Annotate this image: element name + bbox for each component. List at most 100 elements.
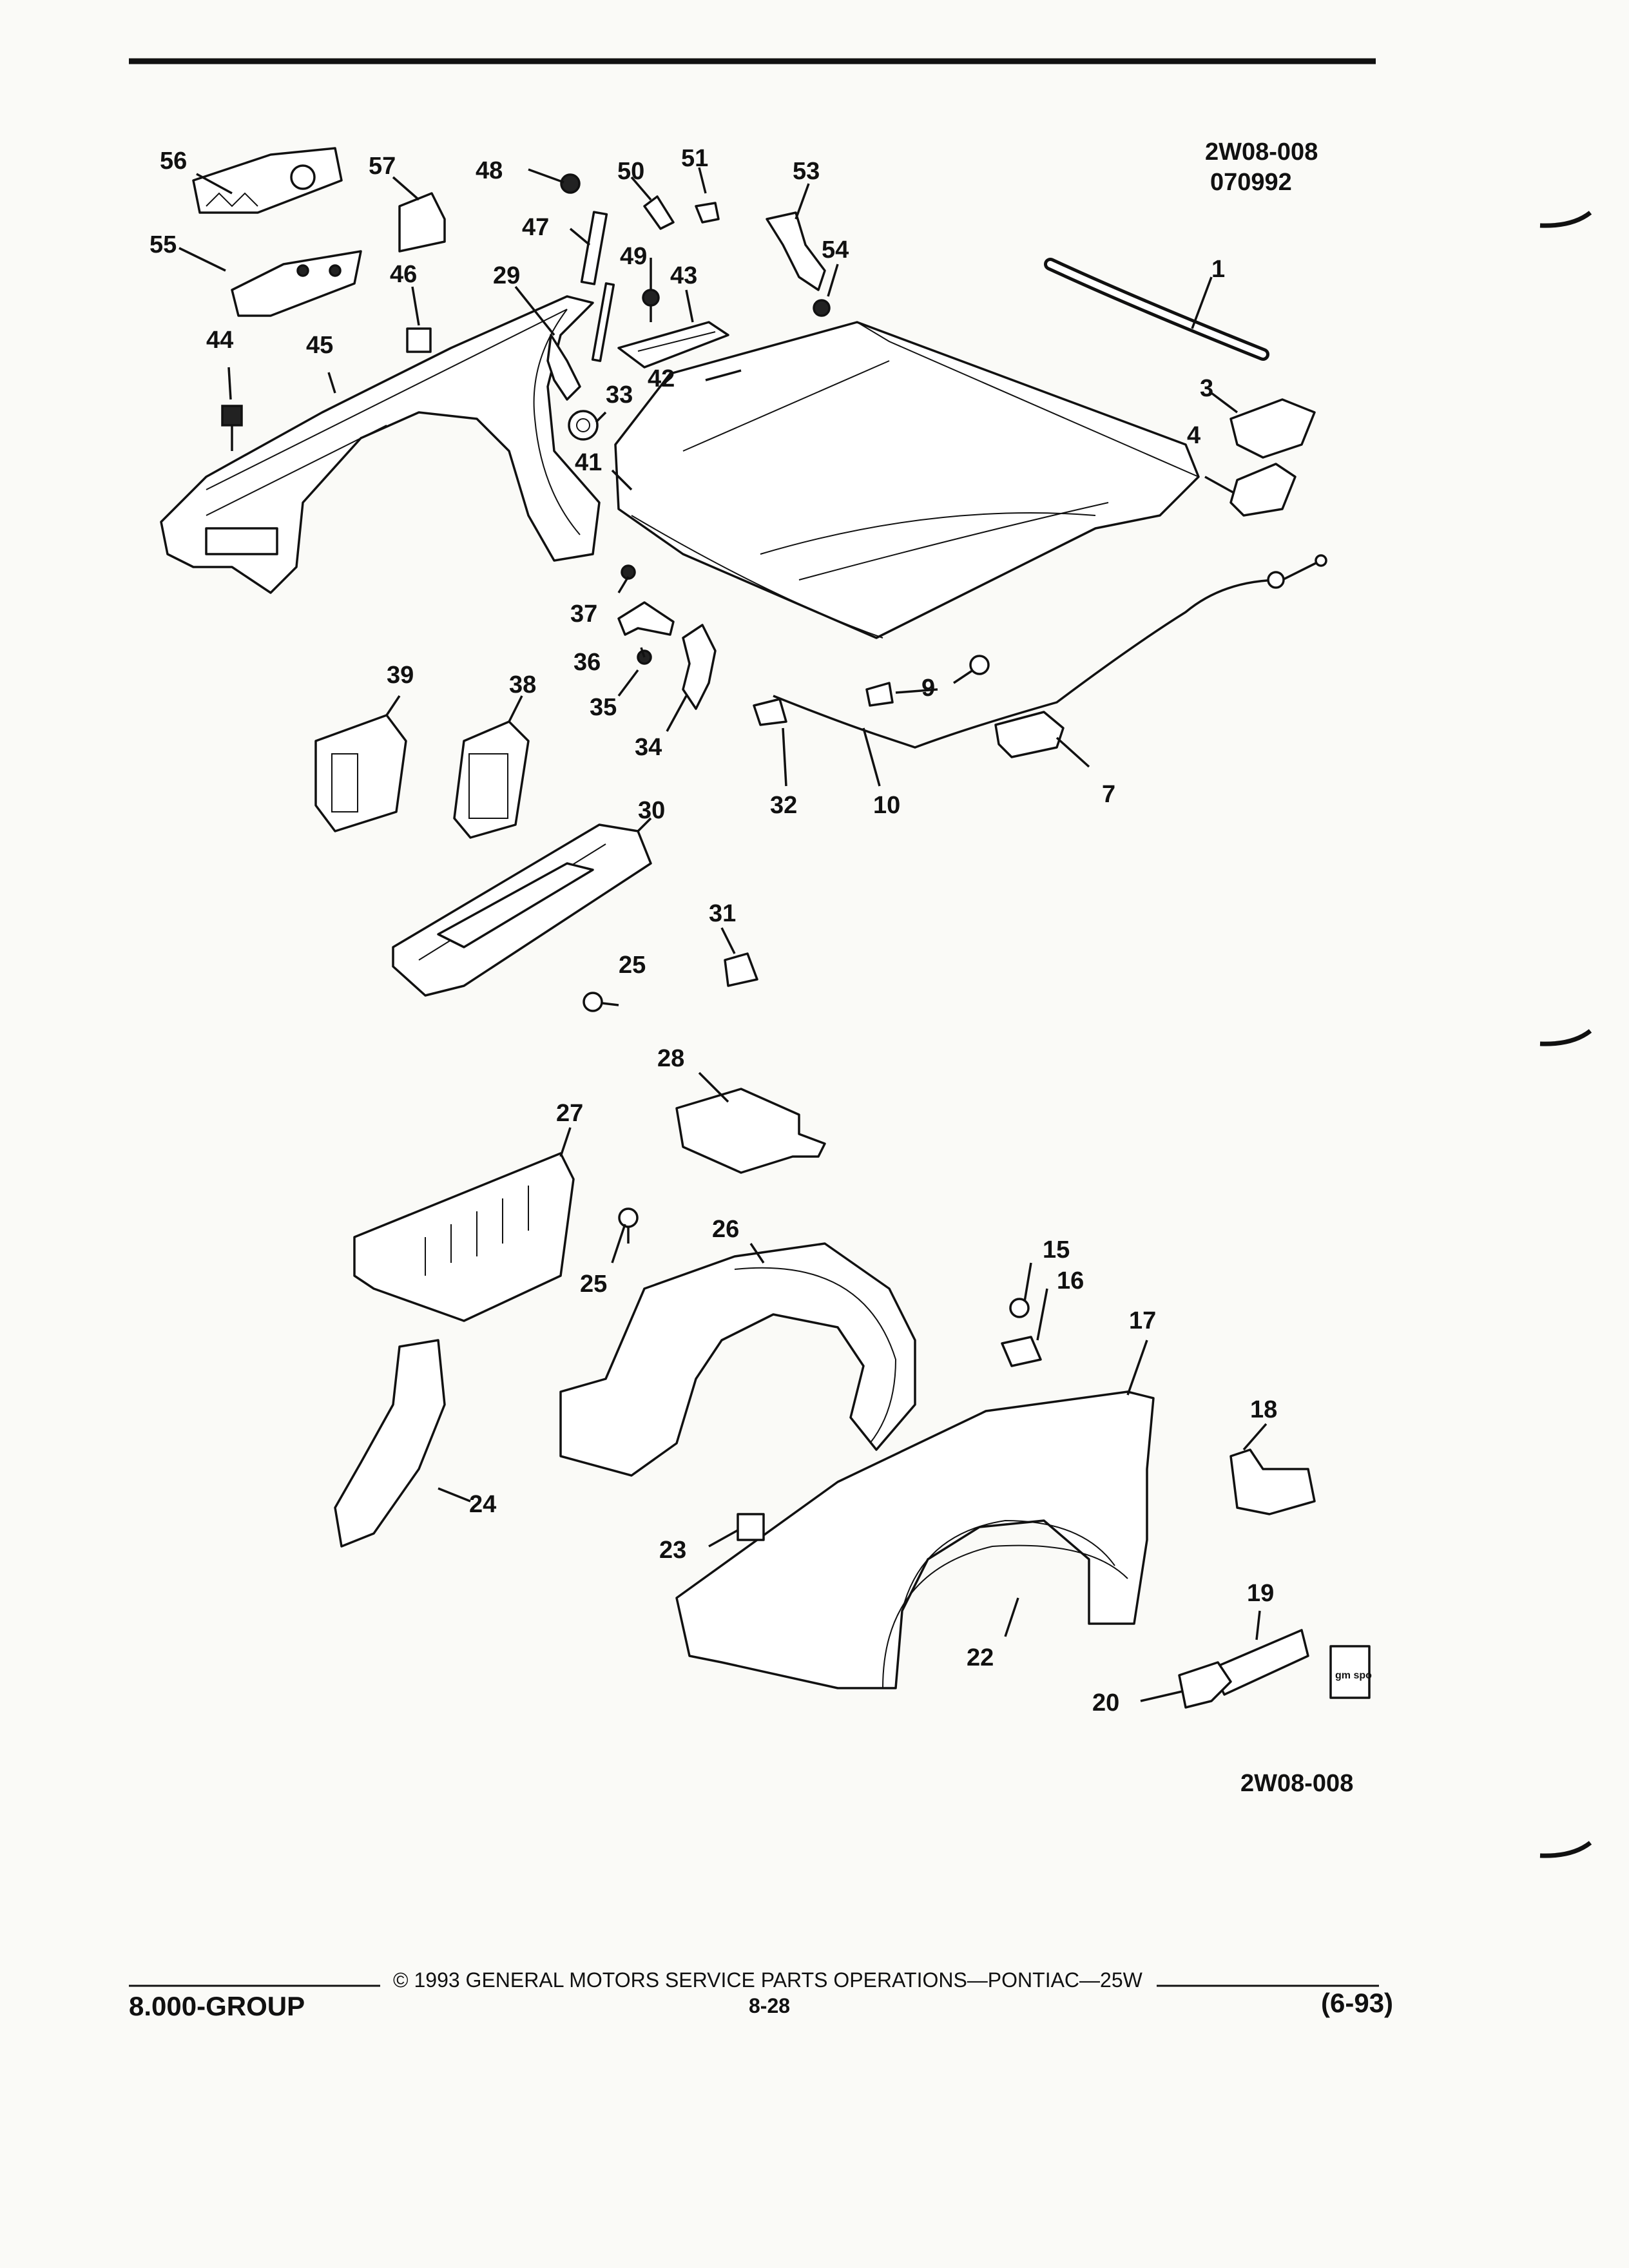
callout-label: 25 xyxy=(619,952,646,979)
part-shield-27 xyxy=(353,1152,575,1322)
callout-label: 48 xyxy=(476,157,503,184)
callout-label: 4 xyxy=(1187,422,1200,449)
callout-label: 57 xyxy=(369,153,396,180)
callout-label: 46 xyxy=(390,261,417,288)
callout-label: 31 xyxy=(709,900,736,927)
callout-labels: 1 3 4 7 9 10 15 16 17 18 19 20 22 23 24 … xyxy=(149,145,1277,1716)
part-bumper-33 xyxy=(568,410,599,441)
part-wheelhouse-liner xyxy=(559,1242,916,1477)
part-latch-43 xyxy=(617,321,729,369)
callout-label: 32 xyxy=(770,792,797,819)
page-number: 8-28 xyxy=(749,1994,791,2017)
callout-label: 50 xyxy=(617,158,644,185)
callout-label: 39 xyxy=(387,662,414,689)
callout-label: 38 xyxy=(509,671,536,698)
callout-label: 9 xyxy=(921,675,935,702)
figure-code-top: 2W08-008 xyxy=(1205,139,1318,166)
margin-mark xyxy=(1539,1841,1592,1858)
part-bracket-37-36 xyxy=(617,564,675,665)
margin-mark xyxy=(1539,211,1592,228)
date-code: 070992 xyxy=(1210,169,1292,196)
callout-label: 37 xyxy=(570,601,597,628)
part-clip-51 xyxy=(695,202,720,224)
part-hinge-53 xyxy=(766,211,826,291)
part-bumper-23 xyxy=(737,1513,765,1541)
part-hinge-29 xyxy=(546,334,581,401)
part-bolt-54 xyxy=(813,299,831,317)
callout-label: 16 xyxy=(1057,1267,1084,1294)
callout-label: 44 xyxy=(206,327,233,354)
callout-label: 30 xyxy=(638,797,665,824)
part-bolt-49 xyxy=(642,289,660,322)
part-hinge-left xyxy=(192,147,343,214)
part-clip-31 xyxy=(724,952,758,987)
callout-label: 7 xyxy=(1102,781,1115,808)
callout-label: 18 xyxy=(1250,1396,1277,1423)
callout-label: 1 xyxy=(1211,256,1225,283)
callout-label: 36 xyxy=(574,649,601,676)
callout-label: 41 xyxy=(575,449,602,476)
logo-text: gm spo xyxy=(1335,1670,1372,1681)
part-module-39 xyxy=(314,714,407,832)
part-bracket-20 xyxy=(1178,1661,1232,1709)
part-latch-3 xyxy=(1229,398,1316,459)
callout-label: 22 xyxy=(967,1644,994,1671)
callout-label: 17 xyxy=(1129,1307,1156,1334)
callout-label: 25 xyxy=(580,1271,607,1298)
part-clip-32 xyxy=(753,698,787,726)
part-weatherstrip xyxy=(1044,258,1269,361)
part-clip-16 xyxy=(1001,1336,1042,1367)
callout-label: 23 xyxy=(659,1537,686,1564)
callout-label: 45 xyxy=(306,332,333,359)
part-hinge-plate xyxy=(231,250,362,317)
callout-label: 26 xyxy=(712,1216,739,1243)
callout-label: 53 xyxy=(793,158,820,185)
part-bracket-57 xyxy=(398,192,446,253)
callout-label: 3 xyxy=(1200,375,1213,402)
callout-label: 24 xyxy=(469,1491,496,1518)
part-hood xyxy=(614,321,1200,639)
callout-label: 15 xyxy=(1043,1236,1070,1264)
part-clip-50 xyxy=(643,195,675,230)
part-filler-24 xyxy=(334,1339,446,1548)
copyright-line: © 1993 GENERAL MOTORS SERVICE PARTS OPER… xyxy=(393,1968,1142,1992)
part-fender-apron xyxy=(160,295,601,594)
part-clip-9 xyxy=(865,655,990,707)
part-clip-46 xyxy=(406,327,432,353)
part-cowl-vent xyxy=(392,823,652,997)
gm-spo-logo: gm spo xyxy=(1329,1645,1372,1699)
callout-label: 54 xyxy=(822,236,849,264)
figure-code-bottom: 2W08-008 xyxy=(1240,1770,1353,1797)
group-label: 8.000-GROUP xyxy=(129,1991,305,2021)
callout-label: 10 xyxy=(873,792,900,819)
callout-label: 55 xyxy=(149,231,177,258)
callout-label: 47 xyxy=(522,214,549,241)
part-screw-25b xyxy=(618,1207,639,1244)
callout-label: 33 xyxy=(606,381,633,408)
part-panel-28 xyxy=(675,1088,826,1174)
part-latch-4 xyxy=(1229,463,1296,517)
callout-label: 29 xyxy=(493,262,520,289)
callout-label: 28 xyxy=(657,1045,684,1072)
part-handle-7 xyxy=(994,711,1065,758)
callout-label: 35 xyxy=(590,694,617,721)
part-release-cable xyxy=(773,554,1327,749)
callout-label: 20 xyxy=(1092,1689,1119,1716)
callout-label: 34 xyxy=(635,734,662,761)
part-strut-47 xyxy=(580,211,615,362)
callout-label: 42 xyxy=(648,365,675,392)
margin-mark xyxy=(1539,1029,1592,1046)
revision-date: (6-93) xyxy=(1321,1988,1394,2018)
callout-label: 51 xyxy=(681,145,708,172)
part-module-38 xyxy=(453,720,530,839)
part-bolt-44 xyxy=(221,405,243,451)
part-clip-15 xyxy=(1009,1298,1030,1318)
part-rod-34 xyxy=(682,624,717,710)
part-bolt-48 xyxy=(560,173,581,194)
leader-lines xyxy=(178,167,1268,1702)
part-screw-25a xyxy=(583,992,603,1012)
callout-label: 43 xyxy=(670,262,697,289)
part-bracket-18 xyxy=(1229,1448,1316,1515)
callout-label: 27 xyxy=(556,1100,583,1127)
